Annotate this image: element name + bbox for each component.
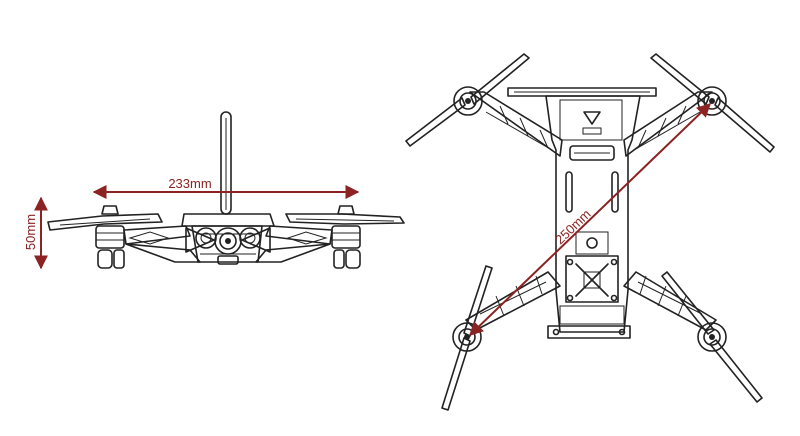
width-dimension-label: 233mm [168,176,211,191]
antenna [220,111,232,215]
drone-side-view: 233mm 50mm [23,111,405,270]
left-propeller [47,213,163,231]
front-rail [507,87,657,97]
camera [195,227,261,265]
height-dimension-label: 50mm [23,214,38,250]
arm-rear-left [465,271,561,331]
diagonal-dimension-line [468,103,712,336]
width-dimension: 233mm [92,176,360,199]
height-dimension: 50mm [23,196,48,270]
motor-front-left [453,86,483,116]
motor-rear-right [697,322,727,352]
propeller-front-right [650,53,775,153]
right-motor [331,205,361,269]
arm-rear-right [623,271,717,331]
left-motor [95,205,125,269]
arm-front-left [469,91,563,157]
propeller-front-left [405,53,530,147]
motor-front-right [697,86,727,116]
drone-top-view: 250mm [405,53,775,411]
right-propeller [285,213,405,225]
